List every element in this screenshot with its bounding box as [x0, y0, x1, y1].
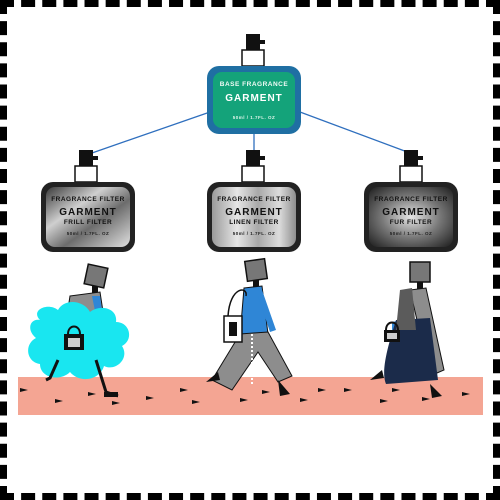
footprint-icon — [380, 399, 388, 403]
footprint-icon — [55, 399, 63, 403]
footprint-icon — [262, 390, 270, 394]
figure-shoe-right — [278, 380, 290, 396]
connector-right — [299, 111, 411, 154]
figure-head — [243, 257, 269, 283]
filter-name: FUR FILTER — [389, 219, 433, 226]
linen-trousers — [211, 331, 293, 391]
handbag-icon — [64, 325, 84, 350]
footprint-icon — [180, 388, 188, 392]
base-title: GARMENT — [225, 93, 283, 104]
bottle-label-panel — [213, 72, 295, 128]
footprint-icon — [392, 388, 400, 392]
model-figure-linen — [206, 257, 293, 396]
filter-title: GARMENT — [382, 207, 440, 218]
bottle-label-panel — [369, 187, 453, 247]
footprint-icon — [422, 397, 430, 401]
filter-subtitle: FRAGRANCE FILTER — [374, 196, 448, 203]
spray-cap-icon — [246, 34, 260, 50]
footprint-icon — [88, 392, 96, 396]
footprint-icon — [192, 400, 200, 404]
bottle-label-panel — [46, 187, 130, 247]
filter-volume: 50ml / 1.7FL. OZ — [66, 231, 110, 236]
bottle-neck — [74, 165, 98, 183]
figure-leg-left — [45, 359, 60, 382]
figure-shoe-left — [206, 372, 220, 382]
base-subtitle: BASE FRAGRANCE — [219, 81, 289, 88]
bottle-neck — [399, 165, 423, 183]
filter-subtitle: FRAGRANCE FILTER — [51, 196, 125, 203]
spray-nozzle — [91, 156, 98, 160]
fur-shoulder — [396, 288, 416, 330]
model-figure-fur — [370, 261, 445, 398]
footprint-icon — [146, 396, 154, 400]
figure-neck — [417, 282, 423, 290]
base-volume: 50ml / 1.7FL. OZ — [232, 115, 276, 120]
connector-lines — [91, 111, 411, 154]
filter-volume: 50ml / 1.7FL. OZ — [389, 231, 433, 236]
figure-shoe — [104, 392, 118, 397]
handbag-icon — [384, 321, 400, 342]
filter-bottle-frill[interactable] — [41, 150, 135, 252]
spray-cap-icon — [246, 150, 260, 166]
spray-cap-icon — [79, 150, 93, 166]
footprint-icon — [300, 398, 308, 402]
bottle-label-panel — [212, 187, 296, 247]
footprint-icon — [462, 392, 470, 396]
connector-left — [91, 111, 211, 154]
bottle-neck — [241, 49, 265, 67]
figure-neck — [253, 280, 259, 288]
figure-shoe-left — [370, 370, 384, 380]
figure-head — [409, 261, 431, 283]
filter-name: LINEN FILTER — [229, 219, 279, 226]
filter-bottle-linen[interactable] — [207, 150, 301, 252]
handbag-icon — [223, 289, 247, 343]
spray-nozzle — [416, 156, 423, 160]
footprint-icon — [318, 388, 326, 392]
footprint-icon — [240, 398, 248, 402]
figure-shoe-right — [430, 384, 442, 398]
figure-neck — [92, 286, 98, 294]
filter-title: GARMENT — [225, 207, 283, 218]
footprint-icon — [112, 401, 120, 405]
filter-volume: 50ml / 1.7FL. OZ — [232, 231, 276, 236]
filter-title: GARMENT — [59, 207, 117, 218]
filter-name: FRILL FILTER — [63, 219, 113, 226]
spray-nozzle — [258, 40, 265, 44]
spray-nozzle — [258, 156, 265, 160]
filter-bottle-fur[interactable] — [364, 150, 458, 252]
runway — [18, 377, 483, 415]
filter-subtitle: FRAGRANCE FILTER — [217, 196, 291, 203]
footprints — [20, 388, 470, 405]
spray-cap-icon — [404, 150, 418, 166]
figure-head — [83, 263, 109, 289]
figure-arm — [258, 290, 276, 332]
bottle-neck — [241, 165, 265, 183]
footprint-icon — [344, 388, 352, 392]
footprint-icon — [20, 388, 28, 392]
model-figure-frill — [28, 263, 130, 398]
base-fragrance-bottle[interactable] — [207, 34, 301, 134]
